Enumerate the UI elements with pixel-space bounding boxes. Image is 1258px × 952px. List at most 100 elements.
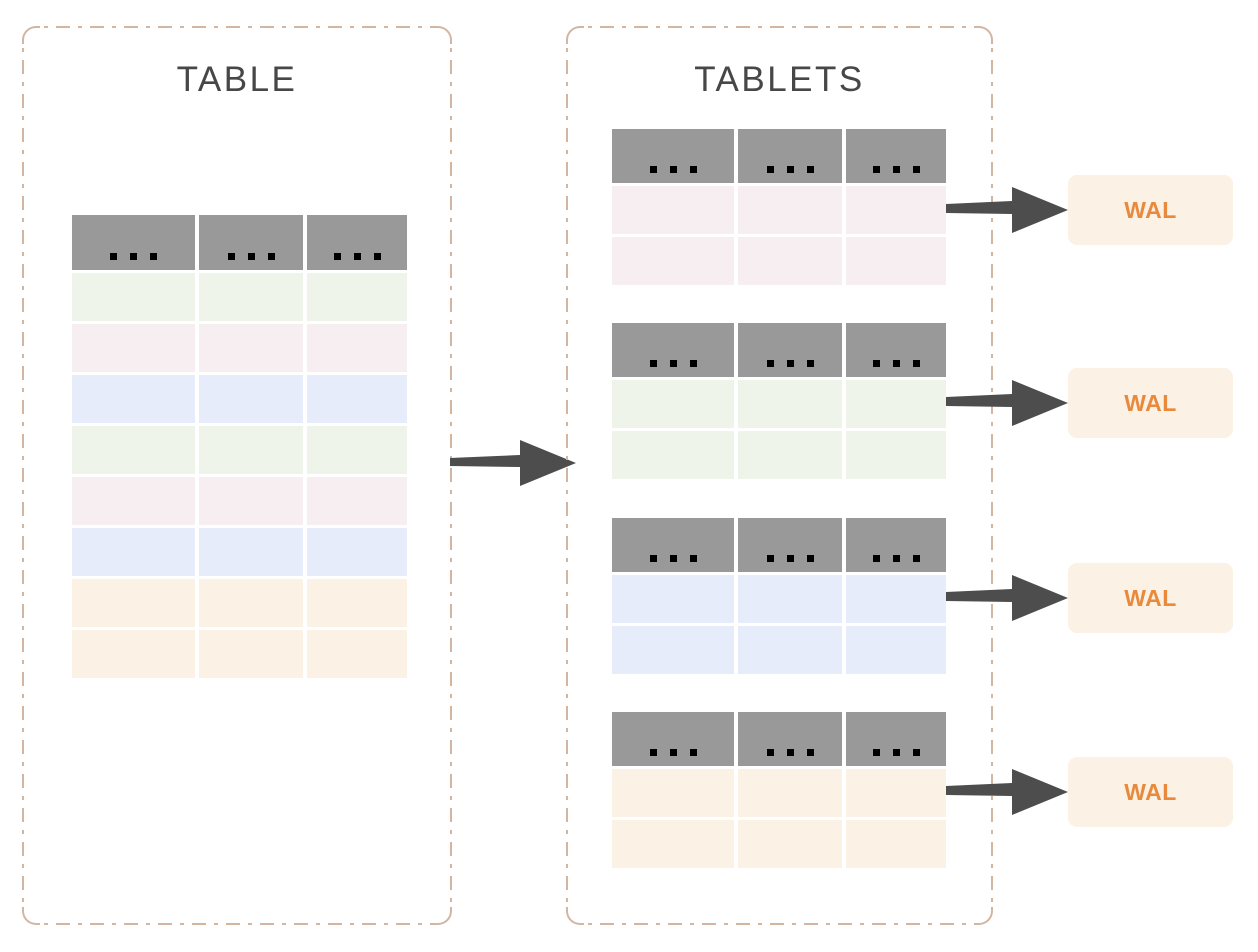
tablet-cell xyxy=(612,575,734,623)
corner-mask xyxy=(436,922,452,926)
tablet-header-cell xyxy=(738,712,842,766)
ellipsis-icon xyxy=(872,749,920,756)
tablet-cell xyxy=(846,186,946,234)
tablet-cell xyxy=(612,626,734,674)
table-row xyxy=(72,528,407,576)
wal-box-3[interactable]: WAL xyxy=(1068,563,1233,633)
table-cell xyxy=(199,579,303,627)
tablet-cell xyxy=(612,769,734,817)
table-row xyxy=(72,324,407,372)
tablet-header-cell xyxy=(846,323,946,377)
ellipsis-icon xyxy=(766,360,814,367)
table-header-cell xyxy=(199,215,303,270)
wal-label: WAL xyxy=(1124,584,1177,611)
corner-mask xyxy=(449,909,453,925)
panel-corner xyxy=(975,907,993,925)
tablet-header-cell xyxy=(846,129,946,183)
ellipsis-icon xyxy=(766,749,814,756)
panel-corner xyxy=(434,26,452,44)
table-cell xyxy=(307,375,407,423)
tablet-cell xyxy=(846,575,946,623)
tablet-header-row xyxy=(612,323,946,377)
wal-box-1[interactable]: WAL xyxy=(1068,175,1233,245)
tablet-header-cell xyxy=(738,518,842,572)
ellipsis-icon xyxy=(649,166,697,173)
tablet-cell xyxy=(612,237,734,285)
tablet-row xyxy=(612,769,946,817)
table-cell xyxy=(307,528,407,576)
table-cell xyxy=(199,477,303,525)
panel-corner xyxy=(566,907,584,925)
tablet-2 xyxy=(612,323,946,479)
tablet-cell xyxy=(738,186,842,234)
table-row xyxy=(72,426,407,474)
tablet-cell xyxy=(738,431,842,479)
tablet-row xyxy=(612,186,946,234)
split-arrow-icon xyxy=(450,440,576,486)
tablet-3 xyxy=(612,518,946,674)
tablet-header-cell xyxy=(612,323,734,377)
wal-arrow-icon-4 xyxy=(946,769,1068,815)
ellipsis-icon xyxy=(110,253,157,260)
tablet-cell xyxy=(612,820,734,868)
wal-box-2[interactable]: WAL xyxy=(1068,368,1233,438)
tablet-cell xyxy=(846,237,946,285)
wal-arrow-icon-1 xyxy=(946,187,1068,233)
tablet-4 xyxy=(612,712,946,868)
tablet-header-cell xyxy=(738,323,842,377)
wal-box-4[interactable]: WAL xyxy=(1068,757,1233,827)
tablet-cell xyxy=(846,380,946,428)
wal-label: WAL xyxy=(1124,778,1177,805)
ellipsis-icon xyxy=(333,253,381,260)
table-cell xyxy=(199,426,303,474)
ellipsis-icon xyxy=(872,360,920,367)
tablet-header-cell xyxy=(846,518,946,572)
table-cell xyxy=(72,324,195,372)
table-row xyxy=(72,630,407,678)
table-header-cell xyxy=(307,215,407,270)
tablet-header-row xyxy=(612,712,946,766)
table-row xyxy=(72,477,407,525)
tablet-header-cell xyxy=(612,518,734,572)
table-cell xyxy=(72,426,195,474)
table-cell xyxy=(307,426,407,474)
tablet-cell xyxy=(846,769,946,817)
ellipsis-icon xyxy=(649,749,697,756)
ellipsis-icon xyxy=(872,555,920,562)
tablet-cell xyxy=(612,431,734,479)
table-cell xyxy=(72,375,195,423)
tablet-cell xyxy=(846,626,946,674)
tablet-cell xyxy=(738,626,842,674)
tablet-row xyxy=(612,820,946,868)
table-cell xyxy=(72,528,195,576)
wal-arrow-icon-3 xyxy=(946,575,1068,621)
tablet-1 xyxy=(612,129,946,285)
panel-corner xyxy=(434,907,452,925)
tablet-row xyxy=(612,575,946,623)
tablet-row xyxy=(612,431,946,479)
tablet-header-cell xyxy=(612,712,734,766)
wal-label: WAL xyxy=(1124,196,1177,223)
panel-corner xyxy=(566,26,584,44)
ellipsis-icon xyxy=(766,555,814,562)
tablet-cell xyxy=(738,380,842,428)
wal-arrow-icon-2 xyxy=(946,380,1068,426)
table-row xyxy=(72,375,407,423)
tablet-cell xyxy=(738,575,842,623)
table-cell xyxy=(307,273,407,321)
table-cell xyxy=(307,324,407,372)
tablet-header-cell xyxy=(738,129,842,183)
tablet-row xyxy=(612,237,946,285)
table-grid xyxy=(72,215,407,678)
tablet-row xyxy=(612,380,946,428)
table-cell xyxy=(72,477,195,525)
tablet-header-row xyxy=(612,129,946,183)
tablet-header-cell xyxy=(612,129,734,183)
corner-mask xyxy=(990,909,994,925)
table-cell xyxy=(307,579,407,627)
corner-mask xyxy=(977,922,993,926)
table-cell xyxy=(199,630,303,678)
wal-label: WAL xyxy=(1124,389,1177,416)
table-cell xyxy=(199,375,303,423)
tablet-cell xyxy=(738,769,842,817)
